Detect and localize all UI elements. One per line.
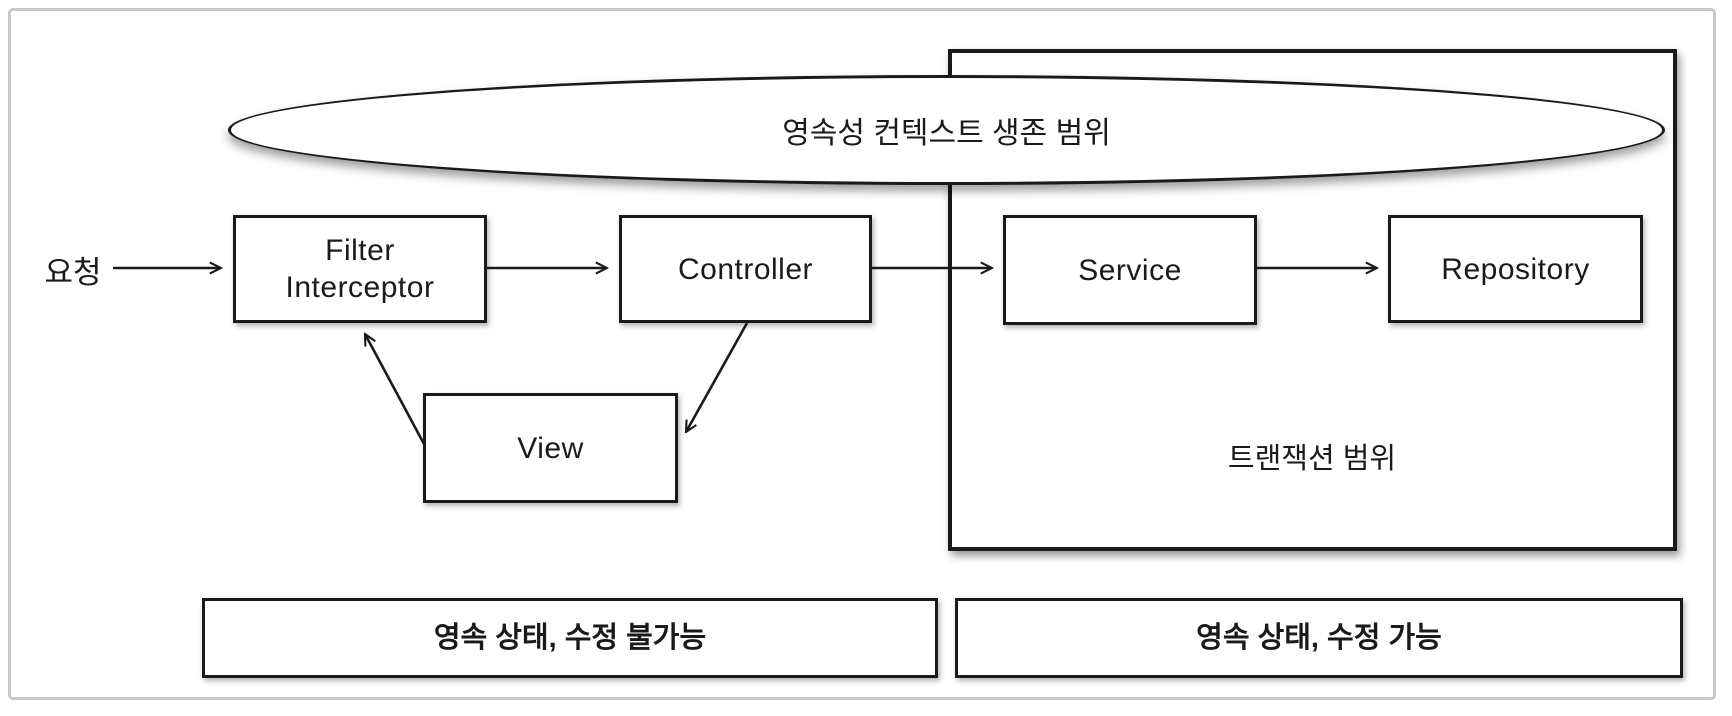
filter-label-line1: Filter [325,234,395,267]
node-service: Service [1003,215,1257,325]
controller-label: Controller [677,252,814,286]
persistence-context-label: 영속성 컨텍스트 생존 범위 [782,117,1111,150]
node-repository: Repository [1388,215,1643,323]
footer-left-label: 영속 상태, 수정 불가능 [433,621,707,654]
footer-right-label: 영속 상태, 수정 가능 [1196,621,1442,654]
persistence-context-ellipse: 영속성 컨텍스트 생존 범위 [228,75,1665,185]
repository-label: Repository [1441,252,1590,286]
node-view: View [423,393,678,503]
node-controller: Controller [619,215,872,323]
transaction-scope-label: 트랜잭션 범위 [1227,443,1397,475]
view-label: View [517,431,584,465]
footer-box-left: 영속 상태, 수정 불가능 [202,598,938,678]
node-filter-interceptor: Filter Interceptor [233,215,487,323]
footer-box-right: 영속 상태, 수정 가능 [955,598,1683,678]
service-label: Service [1078,253,1182,287]
filter-label-line2: Interceptor [285,271,435,304]
request-label: 요청 [44,255,102,290]
